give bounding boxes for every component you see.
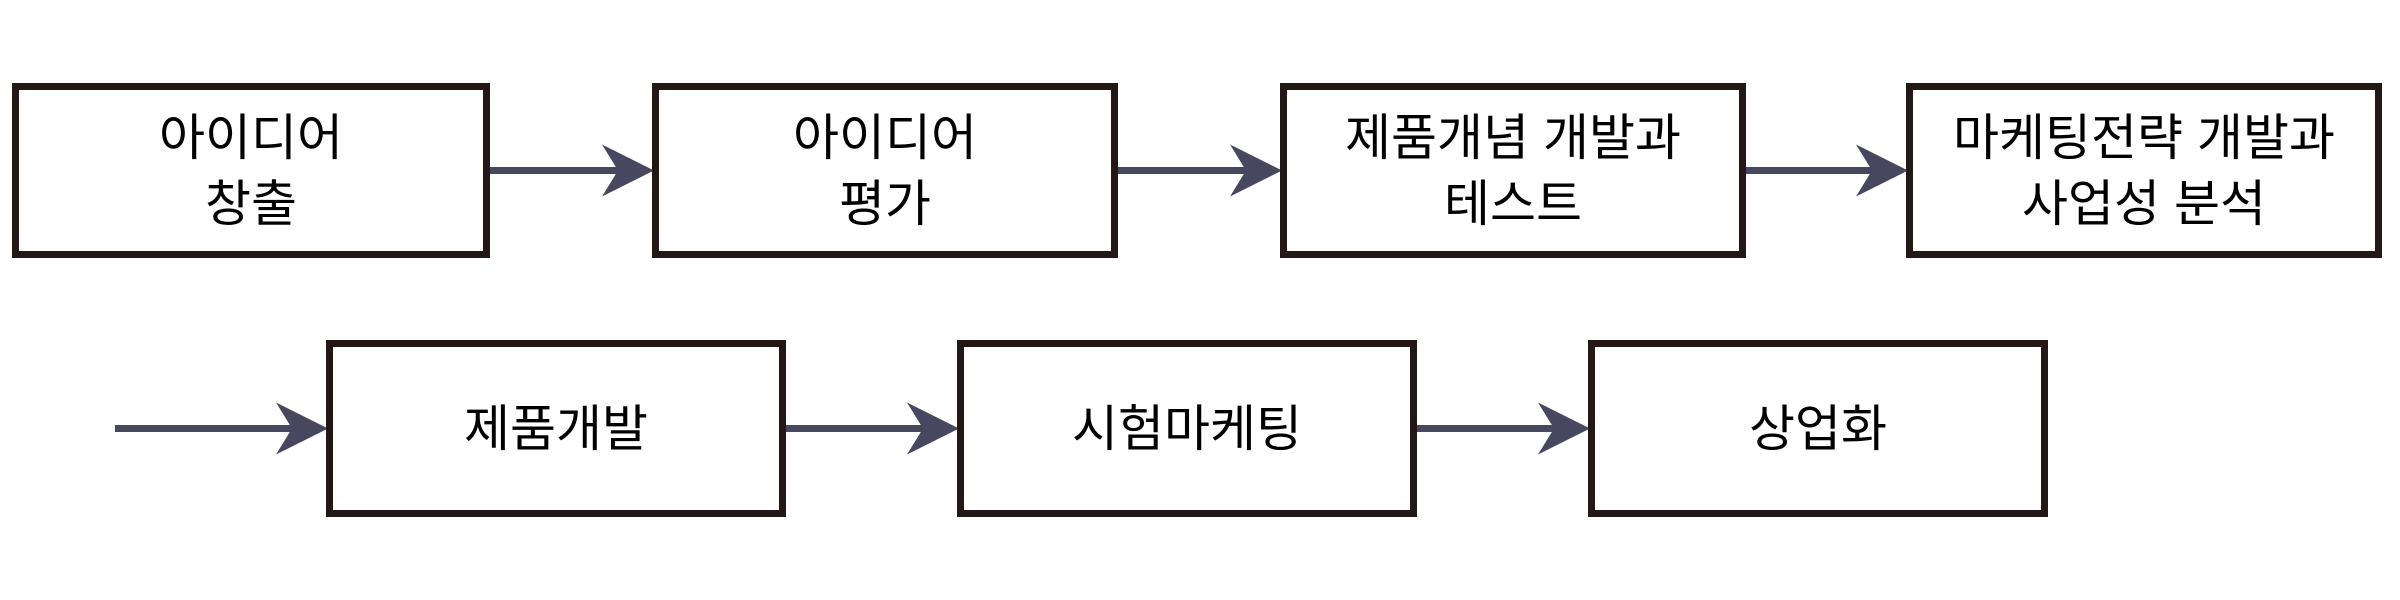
flow-arrow xyxy=(488,144,654,197)
arrowhead-icon xyxy=(1538,402,1590,455)
box-concept-development-testing: 제품개념 개발과 테스트 xyxy=(1280,83,1746,258)
box-idea-screening: 아이디어 평가 xyxy=(652,83,1118,258)
arrowhead-icon xyxy=(907,402,959,455)
box-product-development: 제품개발 xyxy=(326,340,786,517)
flow-arrow xyxy=(1415,402,1590,455)
box-product-development-label: 제품개발 xyxy=(464,400,648,457)
box-marketing-strategy-business-analysis: 마케팅전략 개발과 사업성 분석 xyxy=(1906,83,2382,258)
box-commercialization-label: 상업화 xyxy=(1749,400,1887,457)
box-concept-development-testing-label: 제품개념 개발과 테스트 xyxy=(1345,109,1681,232)
flow-arrow xyxy=(115,402,328,455)
box-test-marketing: 시험마케팅 xyxy=(957,340,1417,517)
box-idea-generation: 아이디어 창출 xyxy=(12,83,490,258)
box-idea-generation-label: 아이디어 창출 xyxy=(159,109,343,232)
arrowhead-icon xyxy=(276,402,328,455)
arrowhead-icon xyxy=(1230,144,1282,197)
flow-arrow xyxy=(1744,144,1908,197)
box-idea-screening-label: 아이디어 평가 xyxy=(793,109,977,232)
box-test-marketing-label: 시험마케팅 xyxy=(1072,400,1302,457)
arrowhead-icon xyxy=(1856,144,1908,197)
flow-arrow xyxy=(784,402,959,455)
box-commercialization: 상업화 xyxy=(1588,340,2048,517)
box-marketing-strategy-business-analysis-label: 마케팅전략 개발과 사업성 분석 xyxy=(1953,109,2335,232)
flow-arrow xyxy=(1116,144,1282,197)
arrowhead-icon xyxy=(602,144,654,197)
